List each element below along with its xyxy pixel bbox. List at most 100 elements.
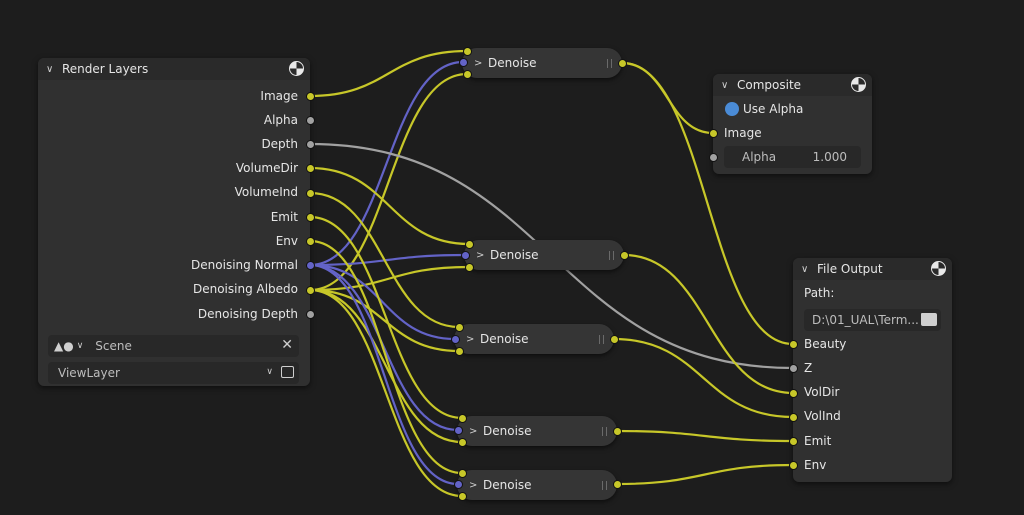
socket-d1-out[interactable] (617, 58, 627, 68)
node-link-18[interactable] (623, 253, 794, 395)
socket-d5-alb[interactable] (457, 491, 467, 501)
node-link-9[interactable] (309, 215, 463, 420)
composite-node[interactable]: ∨ Composite Use Alpha Image Alpha 1.000 (713, 74, 872, 174)
socket-d2-alb[interactable] (464, 262, 474, 272)
socket-d3-nrm[interactable] (450, 334, 460, 344)
node-link-8[interactable] (309, 288, 460, 353)
socket-rl-ddepth[interactable] (305, 309, 315, 319)
socket-rl-dalbedo[interactable] (305, 285, 315, 295)
socket-d2-nrm[interactable] (460, 250, 470, 260)
socket-f-z[interactable] (788, 363, 798, 373)
node-grip-icon (599, 335, 604, 344)
path-field[interactable]: D:\01_UAL\Term... (804, 309, 941, 331)
socket-d1-alb[interactable] (462, 69, 472, 79)
output-depth-label: Depth (261, 137, 298, 151)
socket-d3-alb[interactable] (454, 346, 464, 356)
denoise-node-5[interactable]: > Denoise (457, 470, 617, 500)
denoise-node-1[interactable]: > Denoise (462, 48, 622, 78)
node-link-11[interactable] (309, 288, 463, 444)
socket-rl-volind[interactable] (305, 188, 315, 198)
composite-header[interactable]: ∨ Composite (713, 74, 872, 96)
socket-d4-nrm[interactable] (453, 425, 463, 435)
node-link-0[interactable] (309, 49, 468, 98)
socket-rl-dnormal[interactable] (305, 260, 315, 270)
node-link-6[interactable] (309, 191, 460, 329)
expand-chevron-icon[interactable]: > (476, 249, 485, 261)
node-link-2[interactable] (309, 72, 468, 292)
node-link-20[interactable] (616, 429, 794, 443)
collapse-chevron-icon[interactable]: ∨ (801, 263, 809, 275)
socket-d5-nrm[interactable] (453, 479, 463, 489)
composite-image-label: Image (724, 126, 762, 140)
expand-chevron-icon[interactable]: > (469, 425, 478, 437)
socket-f-emit[interactable] (788, 436, 798, 446)
scene-dropdown-icon: ∨ (76, 341, 84, 351)
collapse-chevron-icon[interactable]: ∨ (721, 79, 729, 91)
expand-chevron-icon[interactable]: > (469, 479, 478, 491)
socket-d2-out[interactable] (619, 250, 629, 260)
render-result-icon[interactable] (281, 366, 294, 378)
output-volumeind-label: VolumeInd (234, 185, 298, 199)
socket-d4-img[interactable] (457, 413, 467, 423)
socket-d5-img[interactable] (457, 468, 467, 478)
collapse-chevron-icon[interactable]: ∨ (46, 63, 54, 75)
node-link-12[interactable] (309, 239, 463, 475)
file-output-header[interactable]: ∨ File Output (793, 258, 952, 280)
render-layers-header[interactable]: ∨ Render Layers (38, 58, 310, 80)
composite-title: Composite (737, 78, 802, 92)
denoise-node-4[interactable]: > Denoise (457, 416, 617, 446)
socket-rl-depth[interactable] (305, 139, 315, 149)
node-link-3[interactable] (309, 166, 470, 246)
node-link-14[interactable] (309, 288, 463, 498)
node-link-5[interactable] (309, 265, 470, 292)
node-link-7[interactable] (309, 263, 456, 341)
view-layer-selector[interactable]: ViewLayer ∨ (48, 362, 299, 384)
socket-d4-alb[interactable] (457, 437, 467, 447)
view-layer-name: ViewLayer (58, 366, 120, 380)
file-output-node[interactable]: ∨ File Output Path: D:\01_UAL\Term... Be… (793, 258, 952, 482)
socket-d3-out[interactable] (609, 334, 619, 344)
socket-rl-image[interactable] (305, 91, 315, 101)
input-z-label: Z (804, 361, 813, 375)
node-link-16[interactable] (621, 61, 794, 346)
expand-chevron-icon[interactable]: > (466, 333, 475, 345)
alpha-field-label: Alpha (742, 150, 777, 164)
node-link-21[interactable] (616, 463, 794, 486)
output-env-label: Env (275, 234, 298, 248)
alpha-value-field[interactable]: Alpha 1.000 (724, 146, 861, 168)
socket-d4-out[interactable] (612, 426, 622, 436)
close-icon[interactable]: ✕ (281, 337, 293, 353)
socket-d2-img[interactable] (464, 239, 474, 249)
node-link-4[interactable] (309, 253, 466, 267)
socket-rl-alpha[interactable] (305, 115, 315, 125)
socket-f-voldir[interactable] (788, 388, 798, 398)
denoise-node-1-title: Denoise (488, 56, 537, 70)
render-layers-node[interactable]: ∨ Render Layers Image Alpha Depth Volume… (38, 58, 310, 386)
expand-chevron-icon[interactable]: > (474, 57, 483, 69)
render-engine-icon (931, 261, 946, 276)
socket-f-volind[interactable] (788, 412, 798, 422)
socket-rl-env[interactable] (305, 236, 315, 246)
socket-rl-voldir[interactable] (305, 163, 315, 173)
socket-f-beauty[interactable] (788, 339, 798, 349)
node-link-1[interactable] (309, 60, 464, 267)
denoise-node-2-title: Denoise (490, 248, 539, 262)
denoise-node-3[interactable]: > Denoise (454, 324, 614, 354)
node-link-19[interactable] (613, 337, 794, 419)
socket-c-alpha[interactable] (708, 152, 718, 162)
socket-f-env[interactable] (788, 460, 798, 470)
node-grip-icon (602, 481, 607, 490)
scene-selector[interactable]: ▲● ∨ Scene ✕ (48, 335, 299, 357)
folder-icon[interactable] (921, 313, 937, 326)
socket-c-img[interactable] (708, 128, 718, 138)
socket-d3-img[interactable] (454, 322, 464, 332)
socket-rl-emit[interactable] (305, 212, 315, 222)
chevron-down-icon[interactable]: ∨ (266, 367, 273, 377)
use-alpha-checkbox[interactable] (725, 102, 739, 116)
denoise-node-2[interactable]: > Denoise (464, 240, 624, 270)
node-link-13[interactable] (309, 263, 459, 486)
socket-d5-out[interactable] (612, 479, 622, 489)
socket-d1-nrm[interactable] (458, 57, 468, 67)
socket-d1-img[interactable] (462, 46, 472, 56)
